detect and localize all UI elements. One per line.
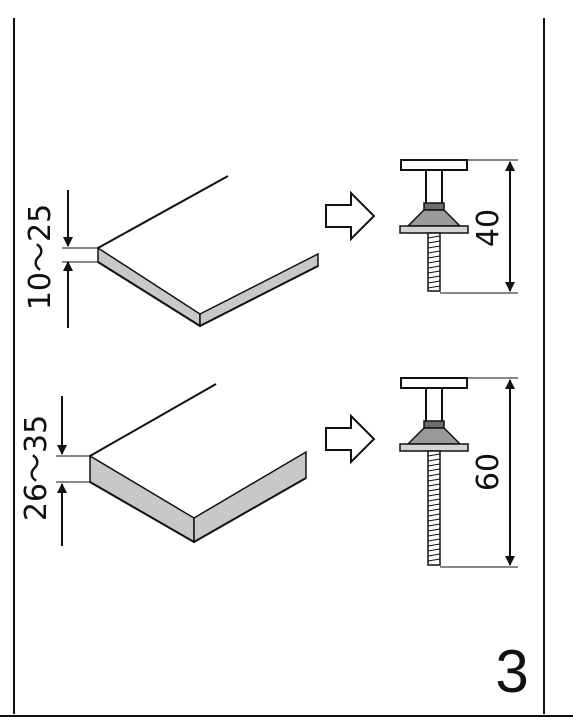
page-number: 3 <box>495 638 528 705</box>
bolt-length-label-2: 60 <box>471 453 506 491</box>
thickness-label-2: 26～35 <box>19 415 54 521</box>
thickness-label-1: 10～25 <box>23 204 58 310</box>
row-1: 10～25 <box>23 159 518 328</box>
thickness-dimension-1: 10～25 <box>23 190 98 328</box>
board-icon <box>97 175 319 328</box>
thickness-dimension-2: 26～35 <box>19 396 90 546</box>
row-2: 26～35 <box>19 377 518 568</box>
length-dimension-2: 60 <box>440 377 518 568</box>
board-icon <box>89 383 307 544</box>
bolt-length-label-1: 40 <box>471 209 506 247</box>
bolt-icon <box>399 377 469 566</box>
arrow-right-icon <box>325 190 376 242</box>
arrow-right-icon <box>325 413 376 465</box>
bolt-icon <box>399 159 469 292</box>
length-dimension-1: 40 <box>440 159 518 294</box>
